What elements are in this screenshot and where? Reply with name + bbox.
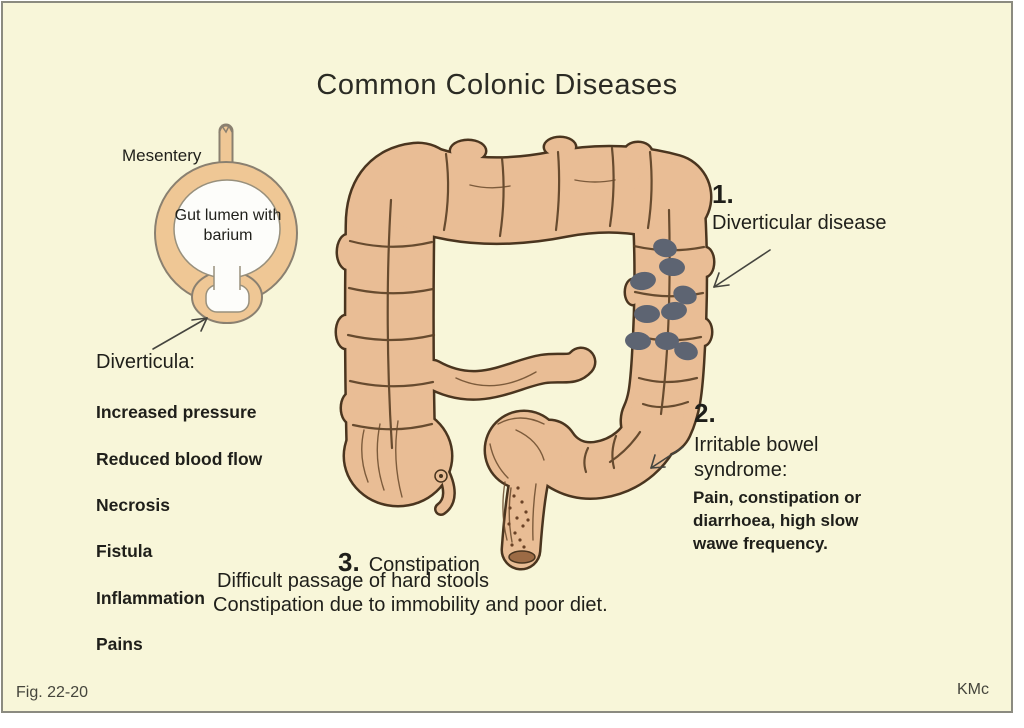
point2-description: Pain, constipation or diarrhoea, high sl… [693, 488, 862, 553]
point3-number: 3. [338, 547, 360, 577]
detail-lines [361, 179, 616, 543]
rectum-stipple [507, 486, 530, 549]
artist-credit: KMc [957, 681, 989, 698]
diverticula-item: Fistula [96, 541, 153, 562]
cecum-orifice [434, 469, 448, 483]
point2-title: Irritable bowel syndrome: [694, 434, 819, 481]
arrow-to-diverticula [713, 249, 771, 288]
point2-number: 2. [694, 398, 716, 428]
constipation-line-1: Difficult passage of hard stools [217, 570, 490, 592]
constipation-line-2: Constipation due to immobility and poor … [213, 594, 608, 616]
diverticula-dots [625, 238, 698, 361]
arrow-to-sigmoid [650, 446, 684, 469]
point1-label: Diverticular disease [712, 212, 887, 234]
point1-number: 1. [712, 179, 734, 209]
arrow-to-cross-section-pouch [152, 317, 208, 350]
diverticula-item: Reduced blood flow [96, 448, 263, 469]
figure-number: Fig. 22-20 [16, 684, 89, 701]
point3-heading: 3. Constipation [338, 529, 480, 578]
diverticula-item: Necrosis [96, 495, 170, 516]
mesentery-label: Mesentery [122, 146, 202, 165]
diverticula-item: Inflammation [96, 587, 205, 608]
anus [508, 550, 536, 564]
diverticula-heading: Diverticula: [96, 351, 195, 373]
point3-label: Constipation [368, 554, 480, 576]
diverticula-item: Pains [96, 634, 143, 655]
diagram-frame [1, 1, 1013, 713]
diverticula-item: Increased pressure [96, 402, 257, 423]
diverticula-list: Increased pressure Reduced blood flow Ne… [96, 378, 262, 680]
gut-lumen-label: Gut lumen with barium [174, 207, 282, 245]
page-title: Common Colonic Diseases [316, 69, 678, 101]
diverticulum-cross-section [154, 123, 298, 324]
